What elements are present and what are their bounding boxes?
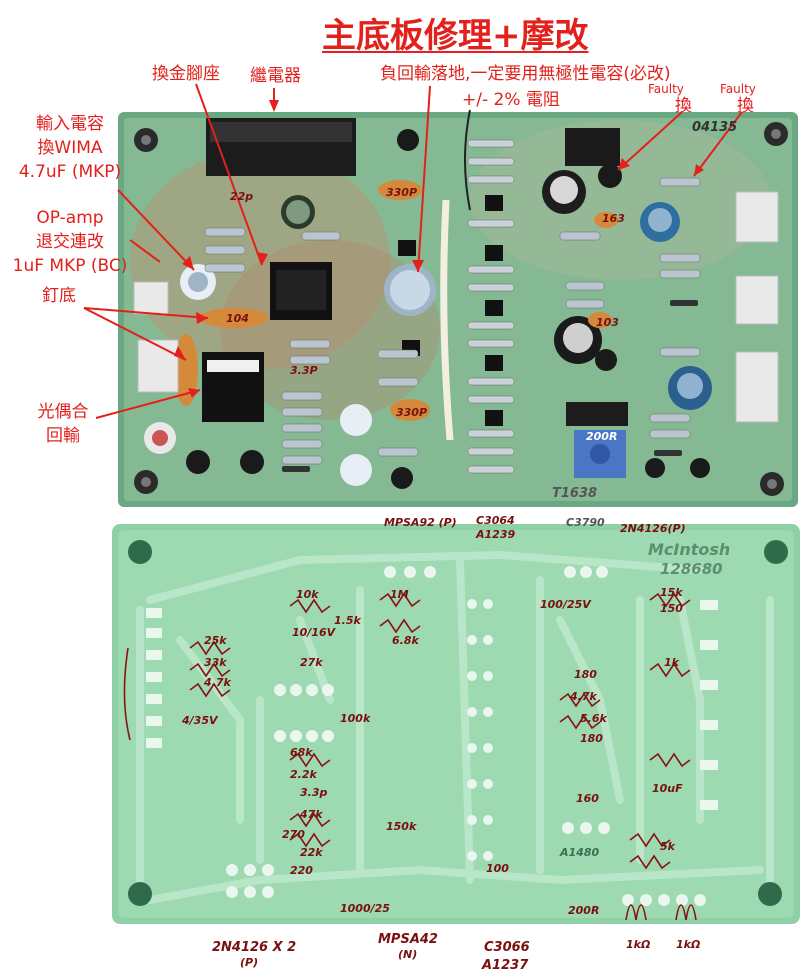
value-label: 1000/25 xyxy=(340,902,390,915)
mark-163: 163 xyxy=(602,212,625,225)
annotation-opamp: OP-amp 退交連改 1uF MKP (BC) xyxy=(0,206,140,278)
mark-serial: T1638 xyxy=(552,486,598,501)
value-label: 6.8k xyxy=(392,634,419,647)
bottom-board xyxy=(112,524,800,924)
label-200r-bottom: 200R xyxy=(568,904,600,917)
annotation-opamp-line-3: 1uF MKP (BC) xyxy=(12,256,128,276)
label-brand: McIntosh xyxy=(648,540,731,559)
label-b2: MPSA42 xyxy=(378,932,438,947)
value-label: 4.7k xyxy=(570,690,597,703)
label-b5: 1kΩ xyxy=(676,938,701,951)
label-q4: 2N4126(P) xyxy=(620,522,686,535)
value-label: 100/25V xyxy=(540,598,591,611)
annotation-replace-2: 換 xyxy=(737,96,754,116)
value-label: 270 xyxy=(282,828,305,841)
value-label: 180 xyxy=(580,732,603,745)
value-label: 68k xyxy=(290,746,313,759)
annotation-input-cap: 輸入電容 換WIMA 4.7uF (MKP) xyxy=(10,112,130,184)
annotation-input-cap-line-3: 4.7uF (MKP) xyxy=(18,162,122,182)
value-label: 47k xyxy=(300,808,323,821)
mark-330p-b: 330P xyxy=(396,406,428,419)
annotation-replace-1: 換 xyxy=(675,96,692,116)
label-a1480: A1480 xyxy=(560,846,600,859)
value-label: 150k xyxy=(386,820,417,833)
label-q1: MPSA92 (P) xyxy=(384,516,457,529)
page-title: 主底板修理+摩改 xyxy=(322,16,589,56)
value-label: 100 xyxy=(486,862,509,875)
annotation-faulty-1: Faulty xyxy=(648,82,684,96)
top-board xyxy=(118,109,798,507)
annotation-arrows xyxy=(83,83,743,419)
label-b4: 1kΩ xyxy=(626,938,651,951)
value-label: 3.3p xyxy=(300,786,328,799)
value-label: 15k xyxy=(660,586,683,599)
label-q2: C3064 xyxy=(476,514,515,527)
value-label: 220 xyxy=(290,864,313,877)
value-label: 150 xyxy=(660,602,683,615)
value-label: 10k xyxy=(296,588,319,601)
label-b3: C3066 xyxy=(484,940,530,955)
annotation-opto-line-2: 回輸 xyxy=(46,426,80,446)
annotation-input-cap-line-1: 輸入電容 xyxy=(36,114,104,134)
mark-103: 103 xyxy=(596,316,619,329)
value-label: 33k xyxy=(204,656,227,669)
value-label: 25k xyxy=(204,634,227,647)
value-label: 4.7k xyxy=(204,676,231,689)
annotation-resistor-tolerance: +/- 2% 電阻 xyxy=(462,90,560,110)
value-label: 5k xyxy=(660,840,675,853)
value-label: 27k xyxy=(300,656,323,669)
mark-104: 104 xyxy=(226,312,249,325)
value-label: 22k xyxy=(300,846,323,859)
annotation-opto: 光偶合 回輸 xyxy=(26,400,100,448)
annotation-socket: 換金腳座 xyxy=(152,64,220,84)
annotation-opamp-line-1: OP-amp xyxy=(36,208,104,228)
label-b2b: (N) xyxy=(398,948,418,961)
mark-200r-top: 200R xyxy=(586,430,618,443)
value-label: 2.2k xyxy=(290,768,317,781)
value-label: 5.6k xyxy=(580,712,607,725)
value-label: 1k xyxy=(664,656,679,669)
annotation-relay: 繼電器 xyxy=(250,66,301,86)
value-label: 10/16V xyxy=(292,626,336,639)
mark-330p-a: 330P xyxy=(386,186,418,199)
value-label: 160 xyxy=(576,792,599,805)
annotation-arrowheads xyxy=(174,100,704,398)
value-label: 100k xyxy=(340,712,371,725)
value-label: 1M xyxy=(390,588,409,601)
annotation-faulty-2: Faulty xyxy=(720,82,756,96)
mark-33p: 3.3P xyxy=(290,364,318,377)
label-b3b: A1237 xyxy=(482,958,529,973)
label-q3: C3790 xyxy=(566,516,605,529)
annotation-ground-note: 負回輸落地,一定要用無極性電容(必改) xyxy=(380,64,671,84)
label-board-no: 128680 xyxy=(660,560,723,578)
annotation-opamp-line-2: 退交連改 xyxy=(36,232,104,252)
value-label: 1.5k xyxy=(334,614,361,627)
label-b1b: (P) xyxy=(240,956,259,969)
value-label: 10uF xyxy=(652,782,683,795)
annotation-nail: 釘底 xyxy=(42,286,76,306)
label-q2b: A1239 xyxy=(476,528,516,541)
value-label: 180 xyxy=(574,668,597,681)
mark-board-code: 04135 xyxy=(692,120,738,135)
label-b1: 2N4126 X 2 xyxy=(212,940,297,955)
value-label: 4/35V xyxy=(182,714,218,727)
mark-22p: 22p xyxy=(230,190,254,203)
annotation-input-cap-line-2: 換WIMA xyxy=(37,138,103,158)
annotation-opto-line-1: 光偶合 xyxy=(37,402,89,422)
